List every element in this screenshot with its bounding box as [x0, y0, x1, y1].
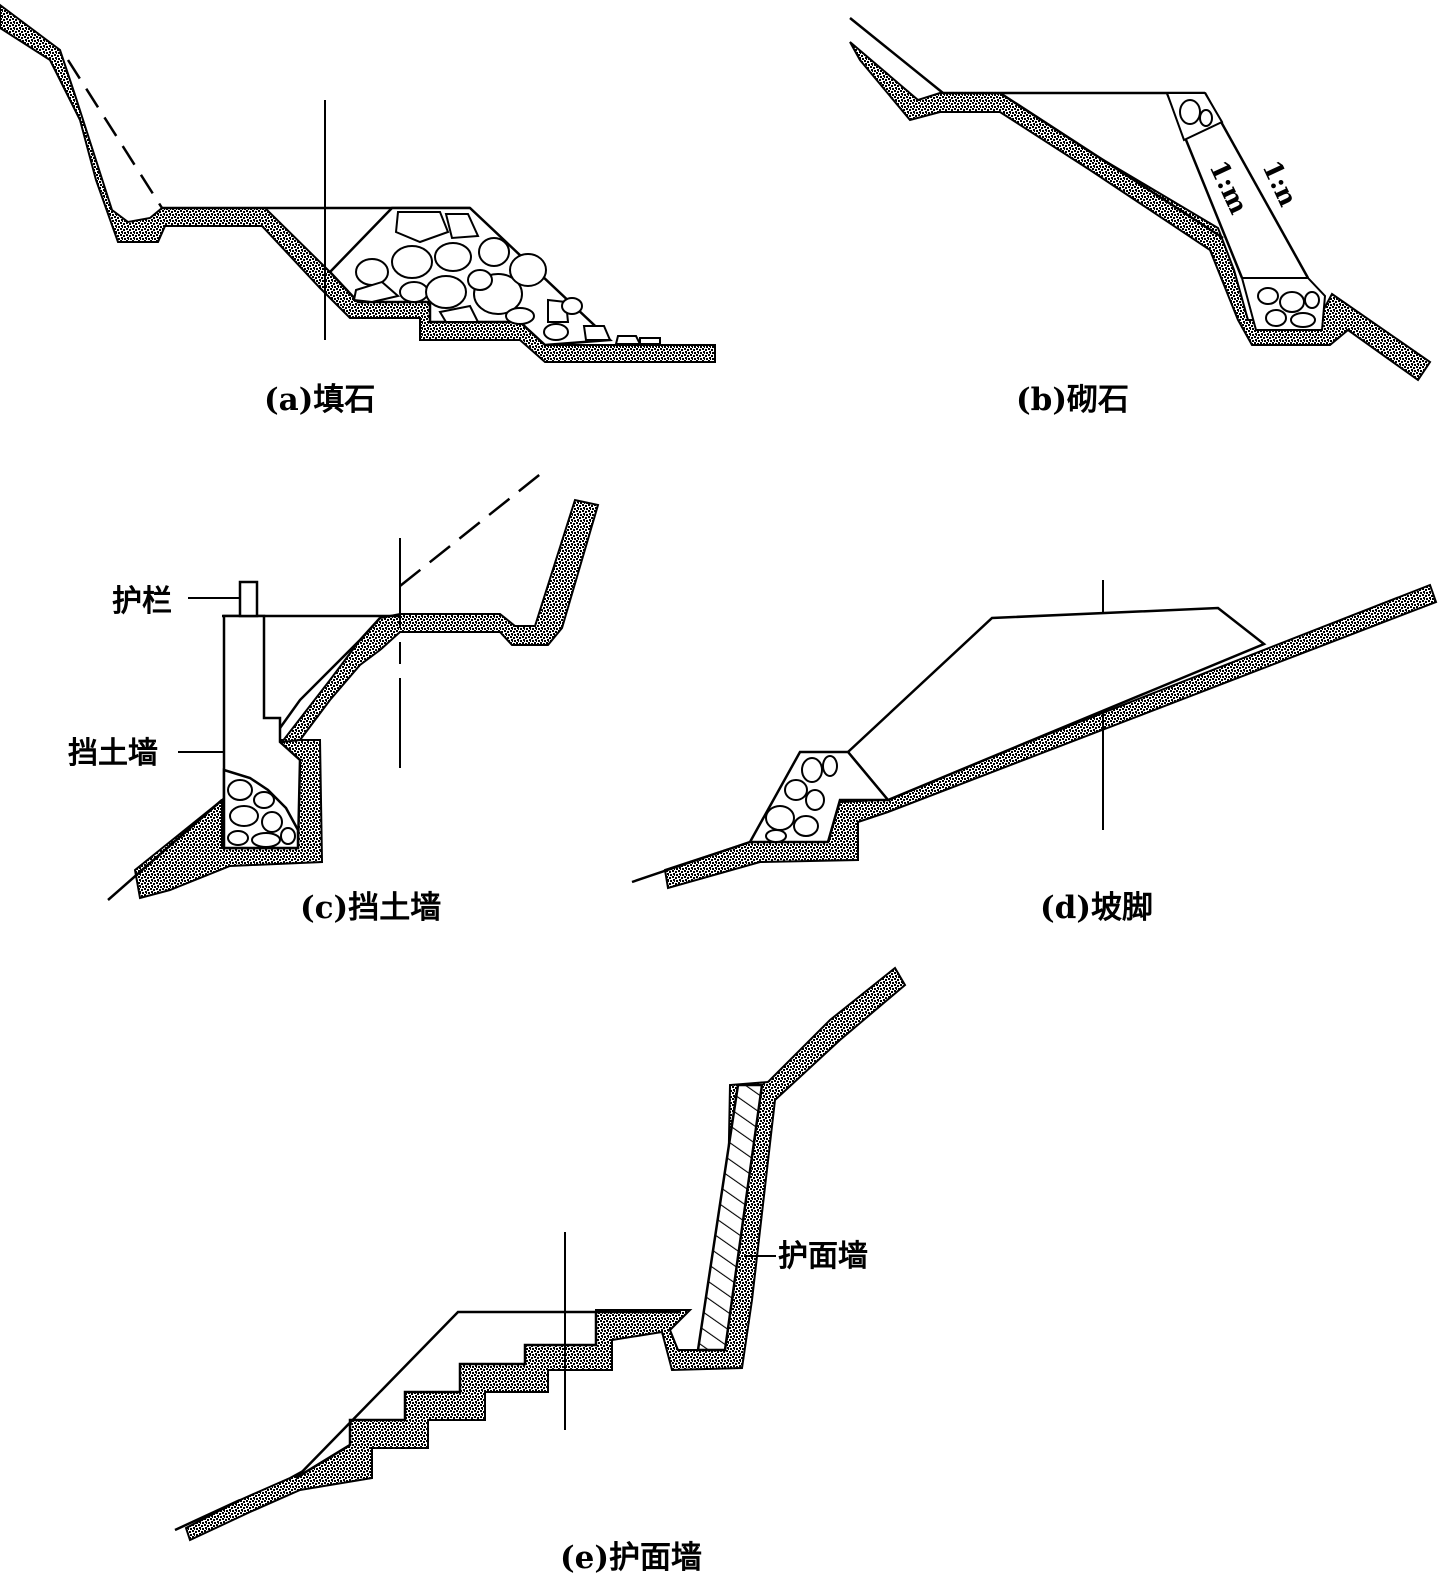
caption-c: (c)挡土墙 [300, 890, 441, 926]
wall-back-line-c [278, 617, 381, 729]
ground-line-b [999, 91, 1224, 240]
ground-soil-c-lower [133, 739, 324, 900]
ratio-label-n: 1:n [1256, 156, 1303, 211]
ground-line-d [631, 840, 751, 884]
toe-rock-stones-d [765, 755, 838, 843]
rock-fill-stones-a [352, 211, 661, 345]
slope-line-n-b [1203, 92, 1310, 279]
ground-soil-a [0, 3, 716, 363]
caption-e: (e)护面墙 [560, 1540, 702, 1574]
toe-masonry-stones-b [1257, 287, 1320, 328]
design-slope-dashed-a [66, 59, 164, 209]
top-masonry-stones-b [1179, 99, 1213, 127]
panel-b-masonry: 1:m 1:n [849, 17, 1432, 382]
guardrail-label: 护栏 [112, 584, 172, 619]
panel-c-retaining-wall: 护栏 挡土墙 [68, 467, 600, 901]
rock-fill-stones-c [227, 779, 296, 848]
caption-b: (b)砌石 [1016, 382, 1129, 418]
retaining-wall-label: 挡土墙 [68, 736, 158, 771]
facing-wall-body [696, 1083, 764, 1352]
dashed-slope-c [399, 467, 549, 587]
embankment-outline-d [846, 606, 1267, 802]
facing-wall-label: 护面墙 [778, 1239, 868, 1274]
caption-d: (d)坡脚 [1040, 890, 1153, 926]
panel-a-rock-fill [0, 3, 716, 363]
panel-e-facing-wall: 护面墙 [174, 966, 907, 1542]
caption-a: (a)填石 [264, 382, 375, 418]
panel-d-slope-toe [631, 580, 1438, 890]
ground-soil-c-upper [279, 498, 600, 744]
ground-line-e [174, 1498, 241, 1532]
slope-line-b [849, 17, 944, 94]
ground-line-c-lower [107, 799, 223, 901]
guardrail-post [238, 580, 259, 618]
